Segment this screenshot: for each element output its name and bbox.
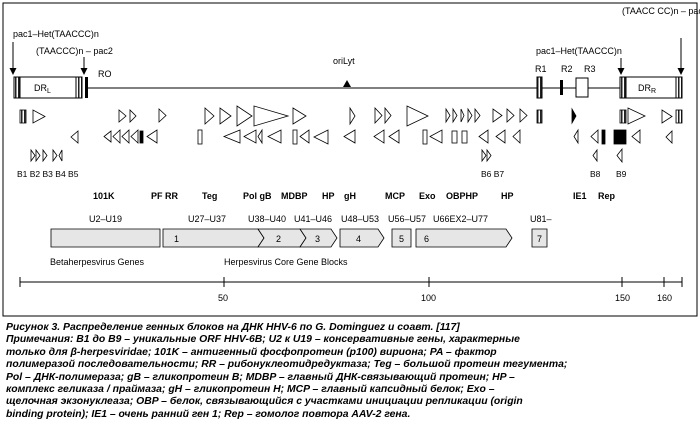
scale-tick-label: 150 [615, 293, 630, 303]
b-labels: B1 B2 B3 B4 B5 B6 B7 B8 B9 [17, 169, 627, 179]
b-label-b6b7: B6 B7 [481, 169, 504, 179]
b-label-b9: B9 [616, 169, 627, 179]
r1-label: R1 [535, 64, 547, 74]
core-block-6 [415, 228, 513, 248]
caption-line: полимеразой последовательности; RR – риб… [6, 359, 568, 371]
range-label: U48–U53 [341, 214, 379, 224]
scale-bar [19, 277, 683, 287]
block-number: 7 [537, 234, 542, 244]
gene-blocks [50, 228, 548, 248]
orilyt-marker [343, 80, 351, 87]
block-number: 4 [356, 234, 361, 244]
gene-label: Rep [598, 191, 616, 201]
pac-left-mid-label: (TAACCC)n – pac2 [36, 46, 113, 56]
beta-block [50, 228, 161, 248]
gene-label: PF RR [151, 191, 179, 201]
scale-tick-label: 160 [657, 293, 672, 303]
figure-caption: Рисунок 3. Распределение генных блоков н… [6, 322, 696, 421]
r2-label: R2 [561, 64, 573, 74]
range-label: U81– [530, 214, 552, 224]
gene-label: 101K [93, 191, 115, 201]
caption-line: binding protein); IE1 – очень ранний ген… [6, 408, 411, 420]
range-label: U56–U57 [388, 214, 426, 224]
core-block-3 [299, 228, 338, 248]
core-block-5 [391, 228, 412, 248]
range-labels: U2–U19 U27–U37 U38–U40 U41–U46 U48–U53 U… [89, 214, 552, 224]
range-label: U41–U46 [294, 214, 332, 224]
block-number: 3 [315, 234, 320, 244]
caption-line: только для β-herpesviridae; 101K – антиг… [6, 346, 497, 358]
pac-right-mid-label: pac1–Het(TAACCC)n [536, 46, 622, 56]
gene-label: OBPHP [446, 191, 478, 201]
b-label-b8: B8 [590, 169, 601, 179]
block-number: 5 [399, 234, 404, 244]
gene-label: HP [501, 191, 514, 201]
drr-label: DRR [638, 83, 656, 95]
beta-genes-label: Betaherpesvirus Genes [50, 257, 145, 267]
orf-arrows [19, 105, 683, 164]
gene-label: HP [322, 191, 335, 201]
caption-line: Примечания: B1 до B9 – уникальные ORF HH… [6, 334, 520, 346]
caption-line: Pol – ДНК-полимераза; gB – гликопротеин … [6, 371, 515, 383]
gene-label: gH [344, 191, 356, 201]
scale-tick-label: 50 [218, 293, 228, 303]
drl-label: DRL [34, 83, 51, 95]
orilyt-label: oriLyt [333, 56, 355, 66]
core-block-2 [257, 228, 307, 248]
caption-line: комплекс геликаза / праймаза; gH – глико… [6, 384, 495, 396]
caption-title: Рисунок 3. Распределение генных блоков н… [6, 322, 460, 333]
r3-label: R3 [584, 64, 596, 74]
genome-line [13, 76, 683, 99]
range-label: U38–U40 [248, 214, 286, 224]
b-label-left: B1 B2 B3 B4 B5 [17, 169, 79, 179]
range-label: U2–U19 [89, 214, 122, 224]
block-number: 6 [424, 234, 429, 244]
block-numbers: 1 2 3 4 5 6 7 [174, 234, 542, 244]
gene-labels: 101K PF RR Teg Pol gB MDBP HP gH MCP Exo… [93, 191, 616, 201]
pac-annotations: pac1–Het(TAACCC)n (TAACCC)n – pac2 RO DR… [9, 6, 700, 95]
core-blocks-label: Herpesvirus Core Gene Blocks [224, 257, 348, 267]
gene-label: IE1 [573, 191, 587, 201]
block-number: 2 [276, 234, 281, 244]
scale-labels: 50 100 150 160 [218, 293, 672, 303]
genome-map: pac1–Het(TAACCC)n (TAACCC)n – pac2 RO DR… [2, 2, 700, 317]
core-block-7 [531, 228, 548, 248]
pac-left-top-label: pac1–Het(TAACCC)n [13, 29, 99, 39]
gene-label: Teg [202, 191, 217, 201]
figure-frame [2, 2, 698, 317]
core-block-4 [339, 228, 385, 248]
gene-label: MCP [385, 191, 405, 201]
gene-label: Exo [419, 191, 436, 201]
pac-right-top-label: (TAACC CC)n – pac2 [622, 6, 700, 16]
gene-label: Pol gB [243, 191, 272, 201]
caption-line: щелочная экзонуклеаза; OBP – белок, связ… [6, 396, 523, 408]
scale-tick-label: 100 [421, 293, 436, 303]
block-number: 1 [174, 234, 179, 244]
ro-label: RO [98, 69, 112, 79]
range-label: U66EX2–U77 [433, 214, 488, 224]
range-label: U27–U37 [188, 214, 226, 224]
gene-label: MDBP [281, 191, 308, 201]
